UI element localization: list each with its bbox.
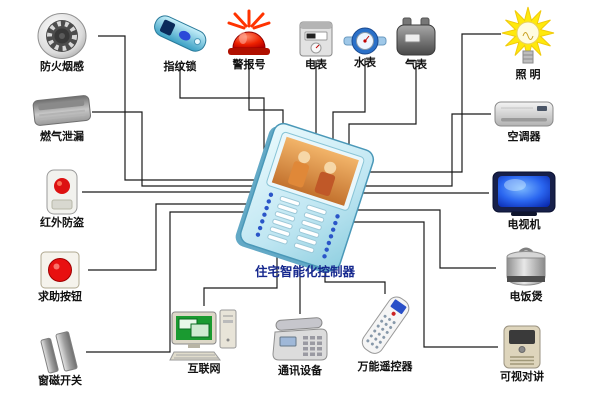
fingerprint-lock-label: 指纹锁 (163, 61, 197, 73)
connection-line (354, 221, 498, 348)
node-comm-device: 通讯设备 (262, 316, 338, 377)
connection-line (366, 33, 501, 173)
node-gas-meter: 气表 (378, 16, 454, 71)
gas-meter-label: 气表 (405, 59, 427, 71)
smoke-detector-label: 防火烟感 (40, 61, 84, 73)
computer-icon (169, 309, 237, 361)
window-magnet-icon (40, 331, 78, 374)
infrared-sensor-icon (46, 169, 78, 215)
rice-cooker-icon (506, 247, 546, 286)
video-intercom-label: 可视对讲 (500, 371, 544, 383)
connection-line (179, 62, 265, 168)
alarm-siren-label: 警报号 (232, 59, 266, 71)
node-water-meter: 水表 (327, 26, 403, 69)
air-conditioner-label: 空调器 (507, 131, 541, 143)
controller-label: 住宅智能化控制器 (254, 265, 355, 279)
connection-line (203, 256, 278, 306)
node-rice-cooker: 电饭煲 (488, 246, 564, 303)
node-smoke-detector: 防火烟感 (24, 12, 100, 73)
node-fingerprint-lock: 指纹锁 (142, 8, 218, 73)
node-electric-meter: 电表 (278, 20, 354, 71)
connection-line (88, 203, 252, 271)
node-infrared-sensor: 红外防盗 (24, 168, 100, 229)
television-icon (492, 171, 556, 216)
alarm-siren-icon (227, 9, 271, 55)
node-internet: 互联网 (166, 306, 242, 375)
air-conditioner-icon (494, 101, 554, 127)
rice-cooker-label: 电饭煲 (509, 291, 543, 303)
connection-line (86, 211, 250, 353)
connection-line (362, 113, 491, 187)
remote-control-label: 万能遥控器 (357, 361, 413, 373)
gas-meter-icon (396, 17, 436, 56)
electric-meter-label: 电表 (305, 59, 327, 71)
connection-line (348, 60, 417, 152)
node-alarm-siren: 警报号 (211, 8, 287, 71)
connection-line (358, 209, 496, 269)
water-meter-label: 水表 (354, 57, 376, 69)
connection-line (92, 111, 258, 187)
fingerprint-lock-icon (154, 15, 207, 52)
node-gas-leak-sensor: 燃气泄漏 (24, 94, 100, 143)
connection-line (98, 35, 258, 181)
telephone-icon (272, 317, 328, 361)
gas-leak-sensor-icon (32, 95, 92, 126)
help-button-icon (40, 251, 80, 289)
electric-meter-icon (299, 21, 333, 57)
gas-leak-sensor-label: 燃气泄漏 (40, 131, 84, 143)
light-bulb-icon (501, 6, 555, 64)
remote-control-icon (361, 296, 410, 354)
node-video-intercom: 可视对讲 (484, 324, 560, 383)
internet-label: 互联网 (187, 363, 221, 375)
window-switch-label: 窗磁开关 (38, 375, 82, 387)
node-air-conditioner: 空调器 (486, 98, 562, 143)
node-lighting: 照 明 (490, 6, 566, 81)
node-remote-control: 万能遥控器 (347, 292, 423, 373)
lighting-label: 照 明 (515, 69, 541, 81)
node-television: 电视机 (486, 170, 562, 231)
node-window-switch: 窗磁开关 (22, 330, 98, 387)
help-button-label: 求助按钮 (38, 291, 82, 303)
water-meter-icon (343, 27, 387, 55)
television-label: 电视机 (507, 219, 541, 231)
node-help-button: 求助按钮 (22, 250, 98, 303)
controller-icon (235, 122, 375, 273)
smoke-detector-icon (37, 13, 87, 59)
infrared-sensor-label: 红外防盗 (40, 217, 84, 229)
comm-device-label: 通讯设备 (278, 365, 322, 377)
connection-line (332, 58, 366, 146)
video-intercom-icon (503, 325, 541, 369)
